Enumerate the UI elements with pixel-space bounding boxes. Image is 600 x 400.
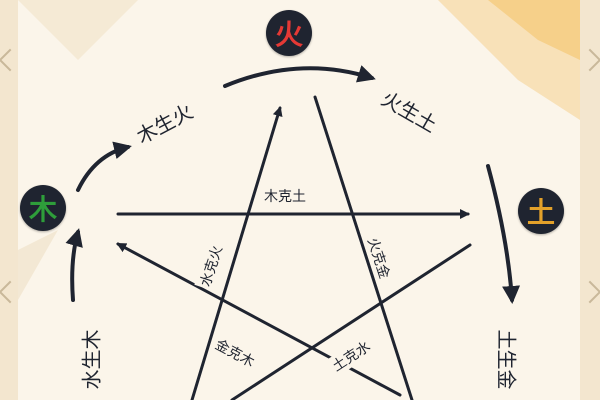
fire-element-char: 火 <box>274 18 303 51</box>
earth-element-char: 土 <box>526 196 555 229</box>
arrow-fire-earth <box>223 65 376 88</box>
background-decoration <box>18 0 580 300</box>
arrow-metal-wood <box>116 242 402 397</box>
earth-element-node: 土 <box>518 188 564 234</box>
wood-element-node: 木 <box>20 185 66 231</box>
arrow-wood-fire <box>76 141 132 192</box>
arrow-water-fire <box>190 106 283 400</box>
line-fire-metal <box>313 95 414 400</box>
label-wood-controls-earth: 木克土 <box>262 186 308 206</box>
label-water-generates-wood: 水生木 <box>79 329 104 390</box>
label-earth-generates-metal: 土生金 <box>494 329 519 390</box>
arrow-water-wood <box>65 228 83 302</box>
wood-element-char: 木 <box>28 193 57 226</box>
line-earth-water <box>230 243 472 400</box>
fire-element-node: 火 <box>266 10 312 56</box>
arrow-earth-metal <box>486 164 521 304</box>
